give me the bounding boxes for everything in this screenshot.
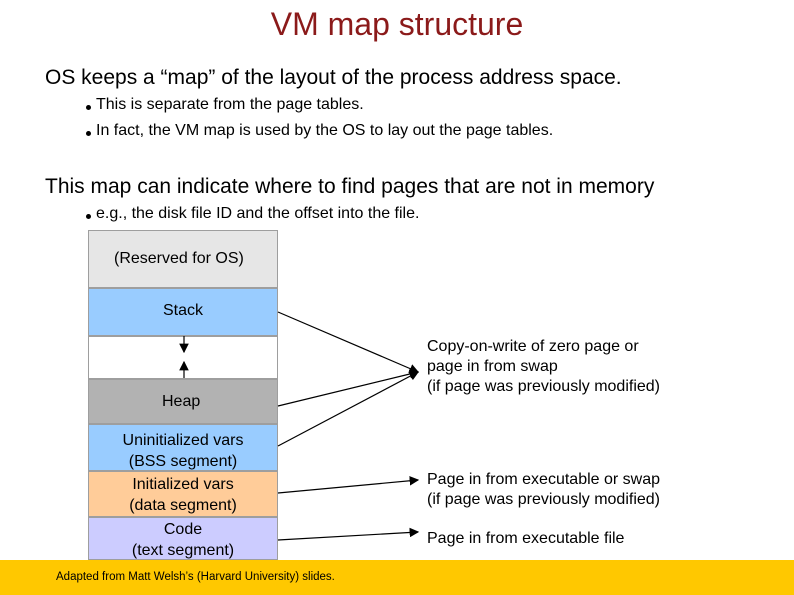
segment-data-label-1: Initialized vars [132, 476, 234, 493]
segment-code-label-2: (text segment) [131, 542, 235, 559]
stack-callout-arrow [277, 311, 420, 374]
segment-data-label-2: (data segment) [129, 497, 237, 514]
bullet-dot-icon [86, 131, 91, 136]
footer-attribution: Adapted from Matt Welsh’s (Harvard Unive… [56, 571, 335, 583]
segment-bss-label-1: Uninitialized vars [122, 432, 244, 449]
segment-reserved: (Reserved for OS) [88, 230, 278, 288]
segment-heap: Heap [88, 379, 278, 424]
segment-data: Initialized vars (data segment) [88, 471, 278, 517]
segment-bss-label-2: (BSS segment) [128, 453, 238, 470]
callout-exec-swap-line-2: (if page was previously modified) [427, 491, 660, 508]
callout-exec-swap-line-1: Page in from executable or swap [427, 471, 661, 488]
callout-zero-page: Copy-on-write of zero page or page in fr… [427, 337, 660, 397]
bullet-dot-icon [86, 105, 91, 110]
callout-exec-file: Page in from executable file [427, 529, 624, 549]
bullet-os-map: OS keeps a “map” of the layout of the pr… [45, 66, 622, 89]
segment-code-label-1: Code [163, 521, 203, 538]
callout-exec-file-line-1: Page in from executable file [427, 530, 625, 547]
slide-title: VM map structure [270, 6, 524, 42]
segment-reserved-label: (Reserved for OS) [114, 250, 244, 267]
segment-stack-label: Stack [162, 302, 203, 319]
callout-zero-page-line-3: (if page was previously modified) [427, 378, 660, 395]
sub-bullet-disk-file: e.g., the disk file ID and the offset in… [96, 205, 420, 222]
segment-free-gap [88, 336, 278, 379]
bullet-find-pages: This map can indicate where to find page… [45, 175, 655, 198]
segment-heap-label: Heap [162, 393, 201, 410]
sub-bullet-separate: This is separate from the page tables. [96, 96, 364, 113]
callout-zero-page-line-1: Copy-on-write of zero page or [427, 338, 639, 355]
sub-bullet-layout: In fact, the VM map is used by the OS to… [96, 122, 554, 139]
code-callout-arrow [277, 527, 420, 541]
callout-zero-page-line-2: page in from swap [427, 358, 558, 375]
segment-code: Code (text segment) [88, 517, 278, 560]
heap-callout-arrow [277, 369, 420, 407]
bullet-dot-icon [86, 214, 91, 219]
bss-callout-arrow [277, 371, 420, 447]
segment-stack: Stack [88, 288, 278, 336]
segment-bss: Uninitialized vars (BSS segment) [88, 424, 278, 471]
callout-exec-swap: Page in from executable or swap (if page… [427, 470, 660, 510]
footer-bar [0, 560, 794, 595]
data-callout-arrow [277, 475, 420, 494]
